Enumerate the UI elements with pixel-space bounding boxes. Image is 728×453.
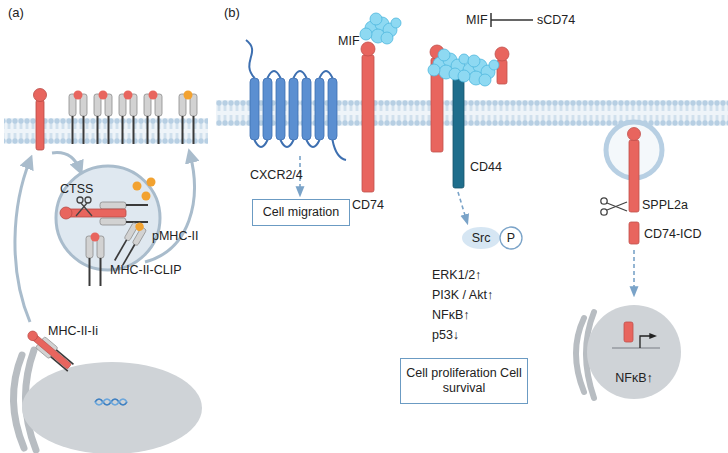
membrane: [4, 118, 208, 144]
transcription-arrow: [640, 336, 654, 348]
node-text: NFκB↑: [594, 371, 674, 386]
receptor-name: CD44: [470, 160, 502, 174]
signal-arrow: [458, 192, 467, 222]
invariant-chain: [34, 89, 47, 151]
pathway-label: ERK1/2↑: [432, 268, 481, 282]
enzyme-name: SPPL2a: [642, 198, 688, 212]
mhc-molecules: [69, 91, 197, 145]
nucleus-outline: [586, 304, 682, 400]
cd74-receptor: [361, 42, 509, 192]
phosphate-circle-shape: [500, 227, 522, 249]
node-text: P: [501, 231, 521, 246]
enzyme-name: CTSS: [60, 182, 93, 196]
outcome-box: Cell migration: [252, 199, 350, 226]
pathway-label: NFκB↑: [432, 308, 470, 322]
molecule-name: MHC-II-Ii: [48, 324, 98, 338]
scissors: [601, 198, 627, 215]
molecule-name: CD74-ICD: [644, 227, 702, 241]
pathway-label: PI3K / Akt↑: [432, 288, 493, 302]
node-text: Cell migration: [256, 205, 346, 220]
cxcr-receptor: [246, 40, 346, 160]
gene-line: [612, 347, 660, 348]
pathway-label: p53↓: [432, 328, 459, 342]
signal-arrow: [633, 250, 635, 294]
molecule-name: pMHC-II: [152, 229, 199, 243]
cd74-icd-fragment: [629, 222, 639, 244]
mif-protein: [360, 13, 499, 86]
phosphate-circle: P: [499, 226, 523, 250]
receptor-name: CXCR2/4: [250, 168, 303, 182]
inhibition-symbol: [491, 13, 533, 27]
kinase-ellipse-shape: [462, 227, 500, 249]
scissors: [76, 197, 92, 216]
panel-label: (b): [224, 6, 240, 20]
molecule-name: MIF: [338, 34, 360, 48]
kinase-ellipse: Src: [461, 226, 501, 250]
nucleus-shape: [587, 305, 681, 399]
outcome-box: Cell proliferation Cell survival: [400, 358, 528, 404]
molecule-name: MIF: [466, 13, 488, 27]
nucleus: NFκB↑: [586, 304, 682, 400]
cd74-icd-fragment: [624, 322, 633, 342]
node-text: Src: [463, 231, 499, 246]
nucleus: [13, 350, 202, 453]
molecule-name: MHC-II-CLIP: [110, 263, 182, 277]
molecule-name: sCD74: [537, 13, 575, 27]
receptor-name: CD74: [352, 198, 384, 212]
node-text: Cell proliferation Cell survival: [406, 366, 522, 396]
panel-label: (a): [8, 6, 24, 20]
